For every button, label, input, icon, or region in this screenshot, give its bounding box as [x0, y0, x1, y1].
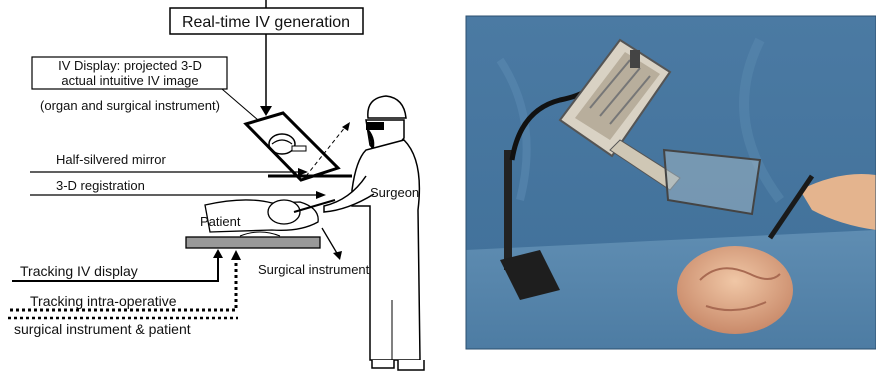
realtime-iv-label: Real-time IV generation: [182, 14, 350, 31]
surgeon-figure: [324, 96, 424, 370]
schematic-diagram: Real-time IV generation IV Display: proj…: [8, 0, 424, 370]
surgical-instrument-label: Surgical instrument: [258, 262, 370, 277]
registration-label: 3-D registration: [56, 178, 145, 193]
prototype-photo: [466, 16, 876, 349]
photo-organ-model: [677, 246, 793, 334]
iv-display-label-1: IV Display: projected 3-D: [58, 58, 202, 73]
half-mirror-label: Half-silvered mirror: [56, 152, 166, 167]
patient-label: Patient: [200, 214, 241, 229]
tracking-intraop-label-1: Tracking intra-operative: [30, 293, 177, 309]
tracking-display-label: Tracking IV display: [20, 263, 138, 279]
surgeon-label: Surgeon: [370, 185, 419, 200]
tracking-intraop-label-2: surgical instrument & patient: [14, 321, 191, 337]
iv-display-label-3: (organ and surgical instrument): [40, 98, 220, 113]
iv-display-label-2: actual intuitive IV image: [61, 73, 198, 88]
operating-table: [186, 237, 320, 248]
